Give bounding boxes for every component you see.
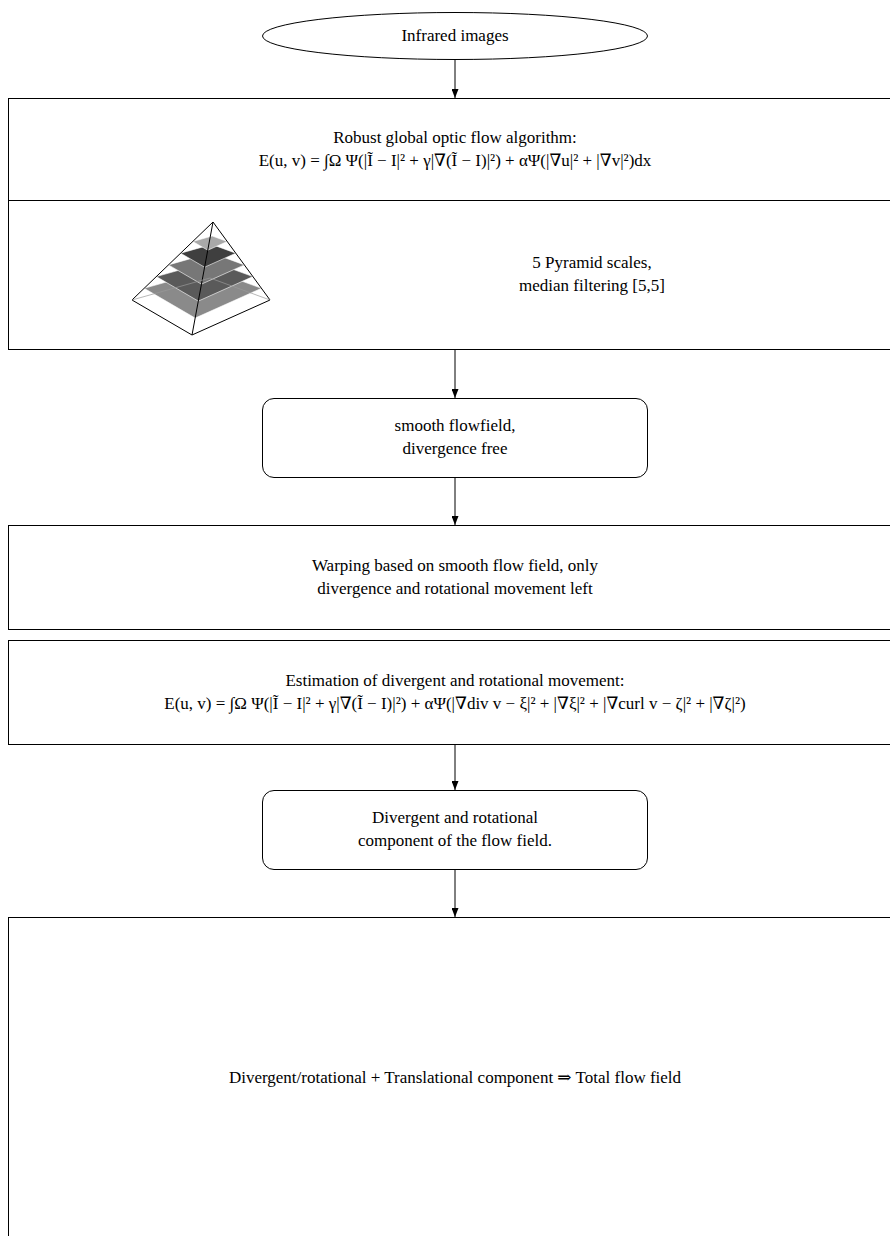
- pyramid-edge: [132, 300, 192, 335]
- node-label: Robust global optic flow algorithm:: [329, 127, 581, 150]
- input-ellipse: Infrared images: [262, 12, 648, 60]
- process-box: 5 Pyramid scales, median filtering [5,5]: [8, 200, 890, 350]
- flow-arrow: [455, 870, 456, 917]
- process-box: Estimation of divergent and rotational m…: [8, 640, 890, 745]
- node-label: Divergent and rotational component of th…: [334, 807, 577, 853]
- node-label: Estimation of divergent and rotational m…: [281, 670, 628, 693]
- flow-arrow: [455, 60, 456, 98]
- pyramid-hidden-edge: [132, 278, 210, 300]
- flow-arrow: [455, 478, 456, 525]
- node-formula: E(u, v) = ∫Ω Ψ(|Ĩ − I|² + γ|∇(Ĩ − I)|²) …: [255, 150, 656, 173]
- process-box: Robust global optic flow algorithm:E(u, …: [8, 98, 890, 201]
- node-label: Infrared images: [397, 25, 512, 48]
- pyramid-edge: [213, 222, 270, 300]
- node-formula: E(u, v) = ∫Ω Ψ(|Ĩ − I|² + γ|∇(Ĩ − I)|²) …: [160, 693, 749, 716]
- process-box: Warping based on smooth flow field, only…: [8, 525, 890, 630]
- pyramid-hidden-edge: [210, 278, 270, 300]
- node-label: 5 Pyramid scales, median filtering [5,5]: [463, 252, 721, 298]
- flow-arrow: [455, 350, 456, 398]
- node-label: smooth flowfield, divergence free: [369, 415, 542, 461]
- node-label: Divergent/rotational + Translational com…: [225, 1067, 685, 1090]
- pyramid-edge: [192, 222, 213, 335]
- process-box: Divergent/rotational + Translational com…: [8, 917, 890, 1236]
- ellipse-shape: [263, 13, 648, 60]
- flow-arrow: [455, 745, 456, 790]
- result-box: smooth flowfield, divergence free: [262, 398, 648, 478]
- pyramid-edge: [192, 300, 270, 335]
- result-box: Divergent and rotational component of th…: [262, 790, 648, 870]
- node-label: Warping based on smooth flow field, only…: [281, 555, 629, 601]
